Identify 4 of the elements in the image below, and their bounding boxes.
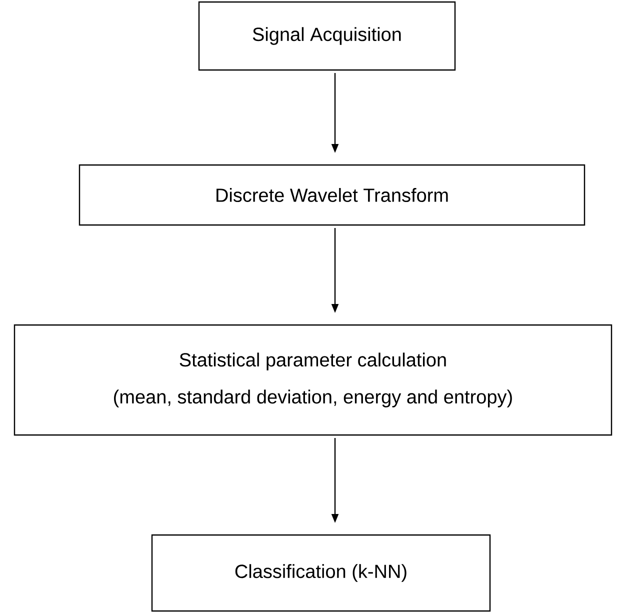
process-box: Signal Acquisition — [198, 1, 456, 71]
process-box: Classification (k-NN) — [151, 534, 491, 612]
process-box: Discrete Wavelet Transform — [78, 164, 586, 226]
process-box: Statistical parameter calculation (mean, standard deviation, energy and entropy) — [14, 324, 612, 436]
